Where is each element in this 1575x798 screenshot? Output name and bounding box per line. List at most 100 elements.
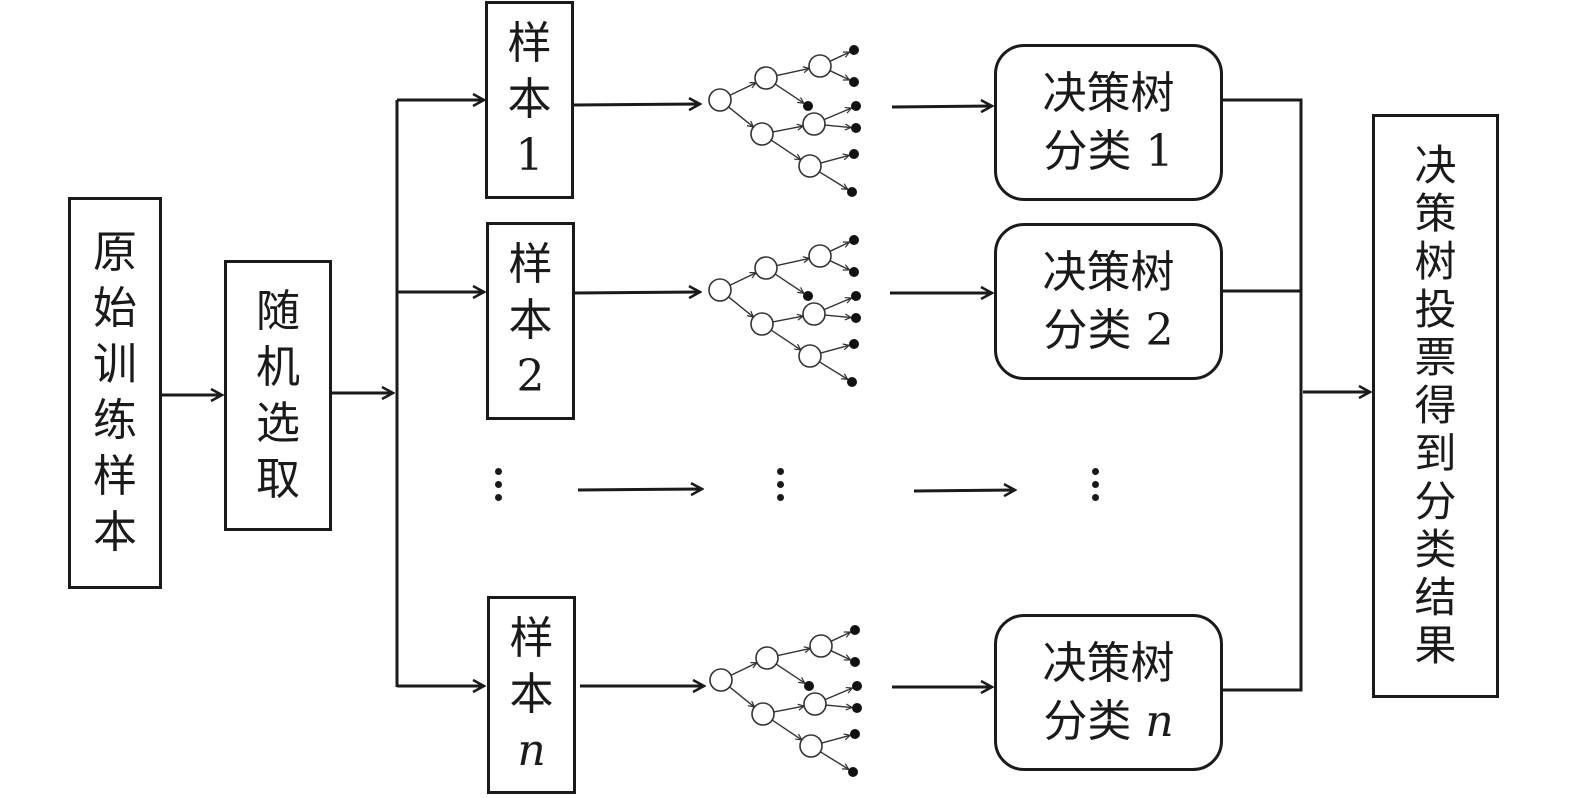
sample-index: 2 <box>516 351 545 402</box>
classifier-line2: 分类 2 <box>1044 302 1174 360</box>
result-char: 到 <box>1414 429 1457 478</box>
classifier-word: 分类 <box>1043 695 1132 747</box>
tree-node <box>799 734 823 758</box>
result-char: 决 <box>1414 141 1457 190</box>
sample-char: 本 <box>509 669 554 720</box>
result-char: 分 <box>1414 477 1457 526</box>
tree-leaf <box>850 729 860 739</box>
tree-edge <box>729 686 755 707</box>
random-label: 随 机 选 取 <box>256 284 300 508</box>
tree-edge <box>829 70 850 80</box>
classifier-box-1: 决策树 分类 1 <box>994 44 1223 201</box>
classifier-word: 分类 <box>1043 125 1132 177</box>
tree-node <box>754 66 778 90</box>
tree-edge <box>774 273 804 293</box>
classifier-line2: 分类 n <box>1043 693 1173 751</box>
tree-leaf <box>803 101 813 111</box>
tree-edge <box>823 298 851 311</box>
tree-leaf <box>803 291 813 301</box>
tree-edge <box>824 315 851 317</box>
tree-leaf <box>851 313 861 323</box>
source-training-samples-box: 原 始 训 练 样 本 <box>68 197 162 589</box>
source-char: 原 <box>93 227 137 278</box>
result-label: 决策树投票得到分类结果 <box>1414 142 1456 670</box>
sample-index: n <box>517 725 546 776</box>
tree-edge <box>772 316 803 323</box>
tree-node <box>708 88 732 112</box>
tree-node <box>802 112 826 136</box>
tree-leaf <box>849 267 859 277</box>
tree-edge <box>830 650 851 660</box>
result-char: 树 <box>1414 237 1457 286</box>
tree-node <box>750 312 774 336</box>
tree-leaf <box>851 291 861 301</box>
tree-leaf <box>848 767 858 777</box>
tree-node <box>750 122 774 146</box>
result-char: 类 <box>1414 525 1457 574</box>
random-char: 机 <box>256 341 300 393</box>
tree-edge <box>770 329 801 350</box>
tree-leaf <box>804 681 814 691</box>
tree-node <box>709 668 733 692</box>
tree-edge <box>728 106 754 127</box>
tree-edge <box>776 258 810 267</box>
classifier-word: 分类 <box>1043 304 1132 356</box>
sample-box-n: 样 本 n <box>487 596 576 794</box>
tree-edge <box>777 648 811 657</box>
tree-edge <box>730 663 757 676</box>
classifier-index: 1 <box>1145 125 1174 177</box>
sample-label: 样 本 n <box>510 611 554 779</box>
sample-index: 1 <box>515 130 544 181</box>
tree-leaf <box>849 339 859 349</box>
tree-edge <box>820 345 850 354</box>
random-selection-box: 随 机 选 取 <box>224 260 332 531</box>
tree-edge <box>775 663 805 683</box>
tree-edge <box>770 139 801 160</box>
tree-edge <box>821 735 851 744</box>
tree-node <box>798 154 822 178</box>
arrow-ellipsis-2 <box>913 490 1015 491</box>
voting-result-box: 决策树投票得到分类结果 <box>1372 114 1499 698</box>
random-char: 选 <box>256 397 300 449</box>
classifier-line1: 决策树 <box>1042 67 1175 119</box>
tree-edge <box>829 260 850 270</box>
tree-node <box>803 692 827 716</box>
tree-node <box>798 344 822 368</box>
classifier-box-2: 决策树 分类 2 <box>994 223 1223 380</box>
decision-tree-icon <box>708 45 861 197</box>
result-char: 投 <box>1414 285 1457 334</box>
result-char: 果 <box>1414 621 1457 670</box>
ellipsis-trees <box>770 462 790 507</box>
decision-tree-icon <box>709 625 862 777</box>
sample-char: 样 <box>509 613 554 664</box>
classifier-line2: 分类 1 <box>1044 123 1174 181</box>
tree-leaf <box>850 657 860 667</box>
tree-edge <box>776 68 810 77</box>
tree-edge <box>774 83 804 103</box>
tree-leaf <box>851 101 861 111</box>
tree-leaf <box>847 187 857 197</box>
result-char: 结 <box>1414 573 1457 622</box>
result-char: 得 <box>1414 381 1457 430</box>
sample-label: 样 本 2 <box>509 237 553 405</box>
tree-node <box>754 256 778 280</box>
tree-edge <box>818 171 847 190</box>
decision-tree-icon <box>708 235 861 387</box>
tree-edge <box>824 688 852 701</box>
tree-edge <box>820 155 850 164</box>
tree-edge <box>729 273 756 286</box>
tree-node <box>802 302 826 326</box>
source-char: 练 <box>93 395 137 446</box>
tree-edge <box>772 126 803 133</box>
tree-edge <box>829 52 850 62</box>
tree-node <box>809 634 833 658</box>
classifier-index: 2 <box>1145 304 1174 356</box>
source-label: 原 始 训 练 样 本 <box>93 225 137 561</box>
tree-edge <box>818 361 847 380</box>
tree-edge <box>771 719 802 740</box>
tree-node <box>708 278 732 302</box>
arrow-tree-1-to-classifier <box>891 106 992 107</box>
tree-leaf <box>850 625 860 635</box>
arrow-ellipsis-1 <box>577 489 702 490</box>
source-char: 始 <box>93 283 137 334</box>
